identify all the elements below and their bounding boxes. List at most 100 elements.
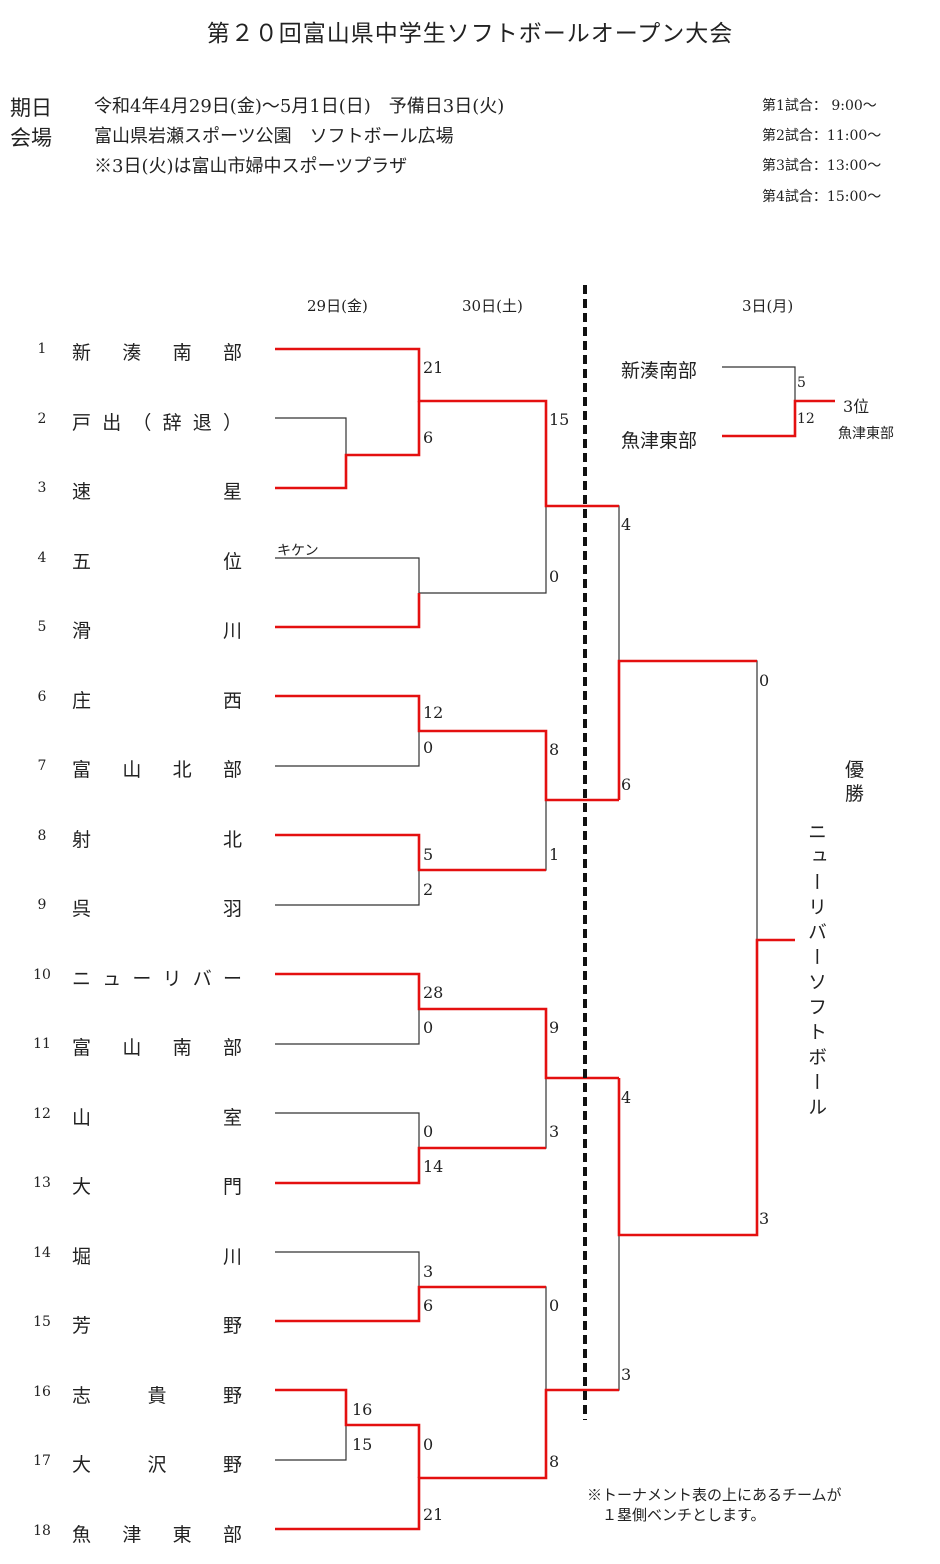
score-r2-10: 28 (423, 983, 444, 1002)
team-seed: 15 (33, 1314, 51, 1330)
score-r2-13: 14 (423, 1157, 444, 1176)
bracket-line-winner (617, 938, 795, 1237)
team-seed: 10 (33, 966, 51, 983)
score-qf-b-bottom: 1 (549, 845, 560, 864)
team-name: 滑川 (72, 616, 242, 643)
team-name-char: ） (222, 411, 242, 434)
team-name: 魚津東部 (72, 1520, 242, 1547)
team-name: 大門 (72, 1172, 242, 1199)
team-name-char: 室 (222, 1106, 242, 1129)
bracket-line-loser (275, 1251, 420, 1287)
score-17: 15 (352, 1435, 373, 1454)
third-place-team-b: 魚津東部 (621, 430, 698, 452)
team-name-char: 呉 (72, 898, 92, 920)
score-qf-a-bottom: 0 (549, 567, 560, 586)
bracket-line-loser (619, 660, 758, 940)
team-name-char: 大 (72, 1454, 92, 1476)
bracket-line-winner (617, 659, 757, 800)
team-name-char: 戸 (72, 411, 92, 434)
schedule-game-1: 第1試合： 9:00～ (762, 98, 877, 114)
bracket-line-loser (722, 366, 796, 401)
score-r2-6: 12 (423, 703, 444, 722)
team-name-char: 退 (192, 411, 212, 434)
team-seed: 12 (33, 1105, 51, 1122)
team-name-char: 北 (222, 828, 242, 851)
team-name-char: 新 (72, 342, 92, 364)
score-r2-23: 6 (423, 428, 434, 447)
team-seed: 6 (37, 688, 47, 705)
bracket-line-winner (275, 1388, 421, 1478)
team-name-char: 南 (172, 342, 192, 364)
team-name-char: 部 (222, 1523, 242, 1546)
third-place-score-b: 12 (797, 411, 815, 427)
team-seed: 4 (37, 549, 47, 566)
team-seed: 14 (33, 1244, 51, 1261)
champion-label: 優勝 (845, 759, 865, 805)
bracket-line-winner (275, 833, 546, 872)
team-name: 新湊南部 (72, 338, 242, 365)
page-title: 第２０回富山県中学生ソフトボールオープン大会 (206, 21, 734, 47)
team-name-char: 川 (222, 620, 242, 642)
team-name-char: 山 (122, 1037, 142, 1059)
score-qf-c-bottom: 3 (549, 1122, 560, 1141)
team-name-char: 野 (222, 1315, 242, 1337)
team-name: 富山南部 (72, 1033, 242, 1060)
team-name-char: 富 (72, 759, 92, 781)
score-qf-b-top: 8 (549, 740, 560, 759)
team-name-char: 庄 (72, 689, 92, 712)
bracket-line-loser (275, 731, 420, 767)
schedule-game-3: 第3試合：13:00～ (762, 158, 882, 174)
team-name-char: ー (222, 967, 242, 990)
team-name-char: （ (132, 411, 152, 434)
score-r2-15: 6 (423, 1296, 434, 1315)
venue-value: 富山県岩瀬スポーツ公園 ソフトボール広場 (94, 126, 454, 147)
third-place-score-a: 5 (797, 375, 806, 391)
score-16: 16 (352, 1400, 373, 1419)
team-name-char: 西 (222, 689, 242, 712)
third-place-winner: 魚津東部 (838, 426, 894, 442)
bracket-line-loser (419, 1286, 547, 1390)
team-name-char: 湊 (122, 342, 142, 364)
bracket-line-loser (419, 800, 547, 871)
footnote-line-1: ※トーナメント表の上にあるチームが (587, 1486, 842, 1504)
bracket-line-winner (275, 1388, 619, 1531)
team-name-char: 東 (172, 1523, 192, 1546)
team-name-char: ュ (102, 967, 122, 990)
team-name: 富山北部 (72, 755, 242, 782)
team-name: ニューリバー (72, 964, 242, 991)
day-header-2: 30日(土) (462, 297, 523, 315)
bracket-line-winner (275, 1285, 546, 1323)
venue-label: 会場 (10, 126, 52, 150)
score-r2-8: 5 (423, 845, 434, 864)
team-name-char: 部 (222, 759, 242, 781)
team-name-char: リ (162, 967, 182, 990)
team-seed: 17 (33, 1453, 51, 1469)
bracket-line-winner (275, 401, 421, 490)
team-name-char: 五 (72, 550, 92, 573)
team-seed: 9 (37, 897, 47, 913)
team-name: 志貴野 (72, 1381, 242, 1408)
score-sf-bottom-a: 4 (621, 1088, 632, 1107)
bracket-line-loser (275, 870, 420, 906)
team-seed: 7 (37, 758, 47, 774)
team-name-char: 富 (72, 1037, 92, 1059)
score-qf-a-top: 15 (549, 410, 570, 429)
team-name-char: 川 (222, 1245, 242, 1268)
team-name: 射北 (72, 825, 242, 852)
date-value: 令和4年4月29日(金)～5月1日(日) 予備日3日(火) (94, 96, 505, 117)
score-r2-12: 0 (423, 1122, 434, 1141)
team-name-char: バ (192, 967, 212, 990)
bracket-line-winner (722, 399, 835, 438)
score-r2-18: 21 (423, 1505, 444, 1524)
bracket-line-loser (419, 1078, 547, 1149)
venue-note: ※3日(火)は富山市婦中スポーツプラザ (94, 156, 408, 177)
team-name-char: 野 (222, 1454, 242, 1476)
score-sf-top-b: 6 (621, 775, 632, 794)
score-r2-9: 2 (423, 880, 434, 899)
third-place-team-a: 新湊南部 (621, 360, 698, 382)
team-name-char: 沢 (147, 1454, 167, 1476)
team-name: 戸出（辞退） (72, 408, 242, 435)
team-name-char: ー (132, 967, 152, 990)
team-name-char: 辞 (162, 411, 182, 434)
